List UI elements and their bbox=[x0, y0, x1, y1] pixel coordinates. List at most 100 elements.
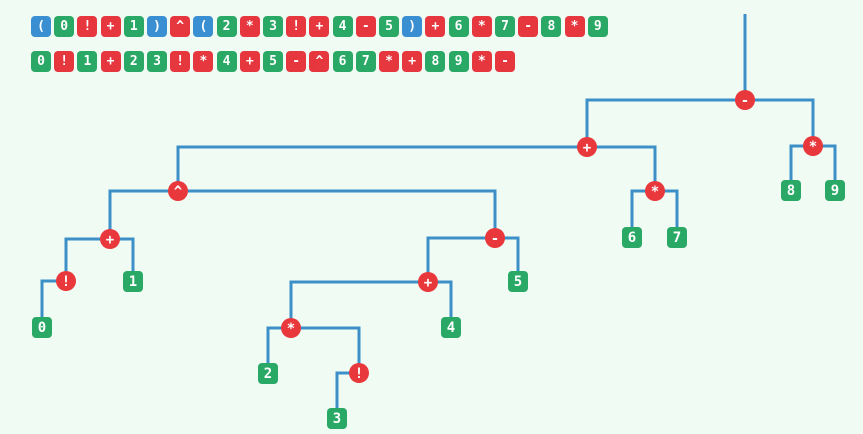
node-label: 5 bbox=[514, 274, 522, 290]
postfix-token: 8 bbox=[425, 51, 446, 72]
infix-token: - bbox=[518, 16, 539, 37]
tree-edge bbox=[585, 98, 745, 147]
operator-node: ! bbox=[56, 271, 76, 291]
infix-token: ^ bbox=[170, 16, 191, 37]
tree-edge bbox=[64, 237, 110, 281]
node-label: * bbox=[287, 321, 295, 337]
infix-token: + bbox=[309, 16, 330, 37]
infix-token: 4 bbox=[332, 16, 353, 37]
infix-token: ) bbox=[402, 16, 423, 37]
infix-token: 9 bbox=[587, 16, 608, 37]
infix-token: 2 bbox=[216, 16, 237, 37]
postfix-token: 4 bbox=[216, 51, 237, 72]
postfix-token: ! bbox=[54, 51, 75, 72]
infix-token: ! bbox=[286, 16, 307, 37]
node-label: * bbox=[651, 184, 659, 200]
infix-token: 0 bbox=[54, 16, 75, 37]
postfix-token: 2 bbox=[123, 51, 144, 72]
tree-edge bbox=[289, 280, 428, 328]
operand-node: 2 bbox=[258, 363, 278, 384]
postfix-token: 3 bbox=[147, 51, 167, 72]
infix-token: 3 bbox=[263, 16, 283, 37]
infix-token: 1 bbox=[123, 16, 144, 37]
infix-token: 5 bbox=[379, 16, 399, 37]
postfix-token: + bbox=[100, 51, 121, 72]
infix-token: ! bbox=[77, 16, 98, 37]
tree-edge bbox=[745, 98, 815, 146]
postfix-token: * bbox=[193, 51, 214, 72]
operator-node: ! bbox=[349, 363, 369, 383]
node-label: * bbox=[809, 139, 817, 155]
postfix-token: + bbox=[402, 51, 423, 72]
postfix-token: * bbox=[379, 51, 399, 72]
operand-node: 6 bbox=[622, 227, 642, 248]
postfix-token: ^ bbox=[309, 51, 330, 72]
postfix-token: - bbox=[286, 51, 307, 72]
postfix-token: - bbox=[495, 51, 515, 72]
operator-node: * bbox=[645, 181, 665, 201]
postfix-token: 1 bbox=[77, 51, 98, 72]
infix-token: 6 bbox=[448, 16, 469, 37]
operator-node: - bbox=[485, 228, 505, 248]
infix-token: 7 bbox=[495, 16, 515, 37]
tree-edge bbox=[587, 145, 657, 191]
operator-node: + bbox=[418, 272, 438, 292]
tree-edges bbox=[40, 14, 837, 418]
infix-token: * bbox=[471, 16, 492, 37]
operand-node: 5 bbox=[508, 271, 528, 292]
operator-node: + bbox=[577, 137, 597, 157]
node-label: ! bbox=[355, 366, 363, 382]
infix-token: ( bbox=[31, 16, 51, 37]
infix-token: + bbox=[100, 16, 121, 37]
postfix-token: + bbox=[239, 51, 260, 72]
node-label: 3 bbox=[333, 411, 341, 427]
postfix-token: * bbox=[471, 51, 492, 72]
postfix-token: 0 bbox=[31, 51, 51, 72]
infix-token: 8 bbox=[541, 16, 562, 37]
infix-token: - bbox=[355, 16, 376, 37]
node-label: - bbox=[491, 231, 499, 247]
operand-node: 8 bbox=[781, 180, 801, 201]
node-label: 9 bbox=[831, 183, 839, 199]
operator-node: ^ bbox=[168, 181, 188, 201]
node-label: 0 bbox=[38, 320, 46, 336]
operator-node: * bbox=[803, 136, 823, 156]
operand-node: 3 bbox=[327, 408, 347, 429]
node-label: ! bbox=[62, 274, 70, 290]
operand-node: 1 bbox=[123, 271, 143, 292]
node-label: 1 bbox=[129, 274, 137, 290]
operator-node: * bbox=[281, 318, 301, 338]
operator-node: - bbox=[735, 90, 755, 110]
postfix-token: 9 bbox=[448, 51, 469, 72]
tree-nodes: - + * 8 9 ^ * 6 7 +! 0 1 - 5 +4 * 2! 3 bbox=[32, 90, 845, 429]
tree-edge bbox=[108, 189, 178, 239]
tree-edge bbox=[178, 189, 497, 238]
postfix-token: ! bbox=[170, 51, 191, 72]
node-label: + bbox=[583, 140, 591, 156]
operand-node: 4 bbox=[441, 317, 461, 338]
node-label: ^ bbox=[174, 184, 183, 200]
postfix-token: 5 bbox=[263, 51, 283, 72]
operand-node: 9 bbox=[825, 180, 845, 201]
tree-edge bbox=[291, 326, 361, 373]
operator-node: + bbox=[100, 229, 120, 249]
node-label: + bbox=[424, 275, 432, 291]
node-label: 8 bbox=[787, 183, 795, 199]
infix-token: + bbox=[425, 16, 446, 37]
postfix-token: 6 bbox=[332, 51, 353, 72]
infix-token: ) bbox=[147, 16, 167, 37]
operand-node: 7 bbox=[667, 227, 687, 248]
node-label: 2 bbox=[264, 366, 272, 382]
operand-node: 0 bbox=[32, 317, 52, 338]
postfix-token: 7 bbox=[355, 51, 376, 72]
node-label: - bbox=[741, 93, 749, 109]
node-label: 4 bbox=[447, 320, 455, 336]
tree-edge bbox=[176, 145, 587, 191]
infix-token: * bbox=[564, 16, 585, 37]
node-label: 7 bbox=[673, 230, 681, 246]
node-label: 6 bbox=[628, 230, 636, 246]
tree-edge bbox=[426, 236, 495, 282]
node-label: + bbox=[106, 232, 114, 248]
infix-token: * bbox=[239, 16, 260, 37]
